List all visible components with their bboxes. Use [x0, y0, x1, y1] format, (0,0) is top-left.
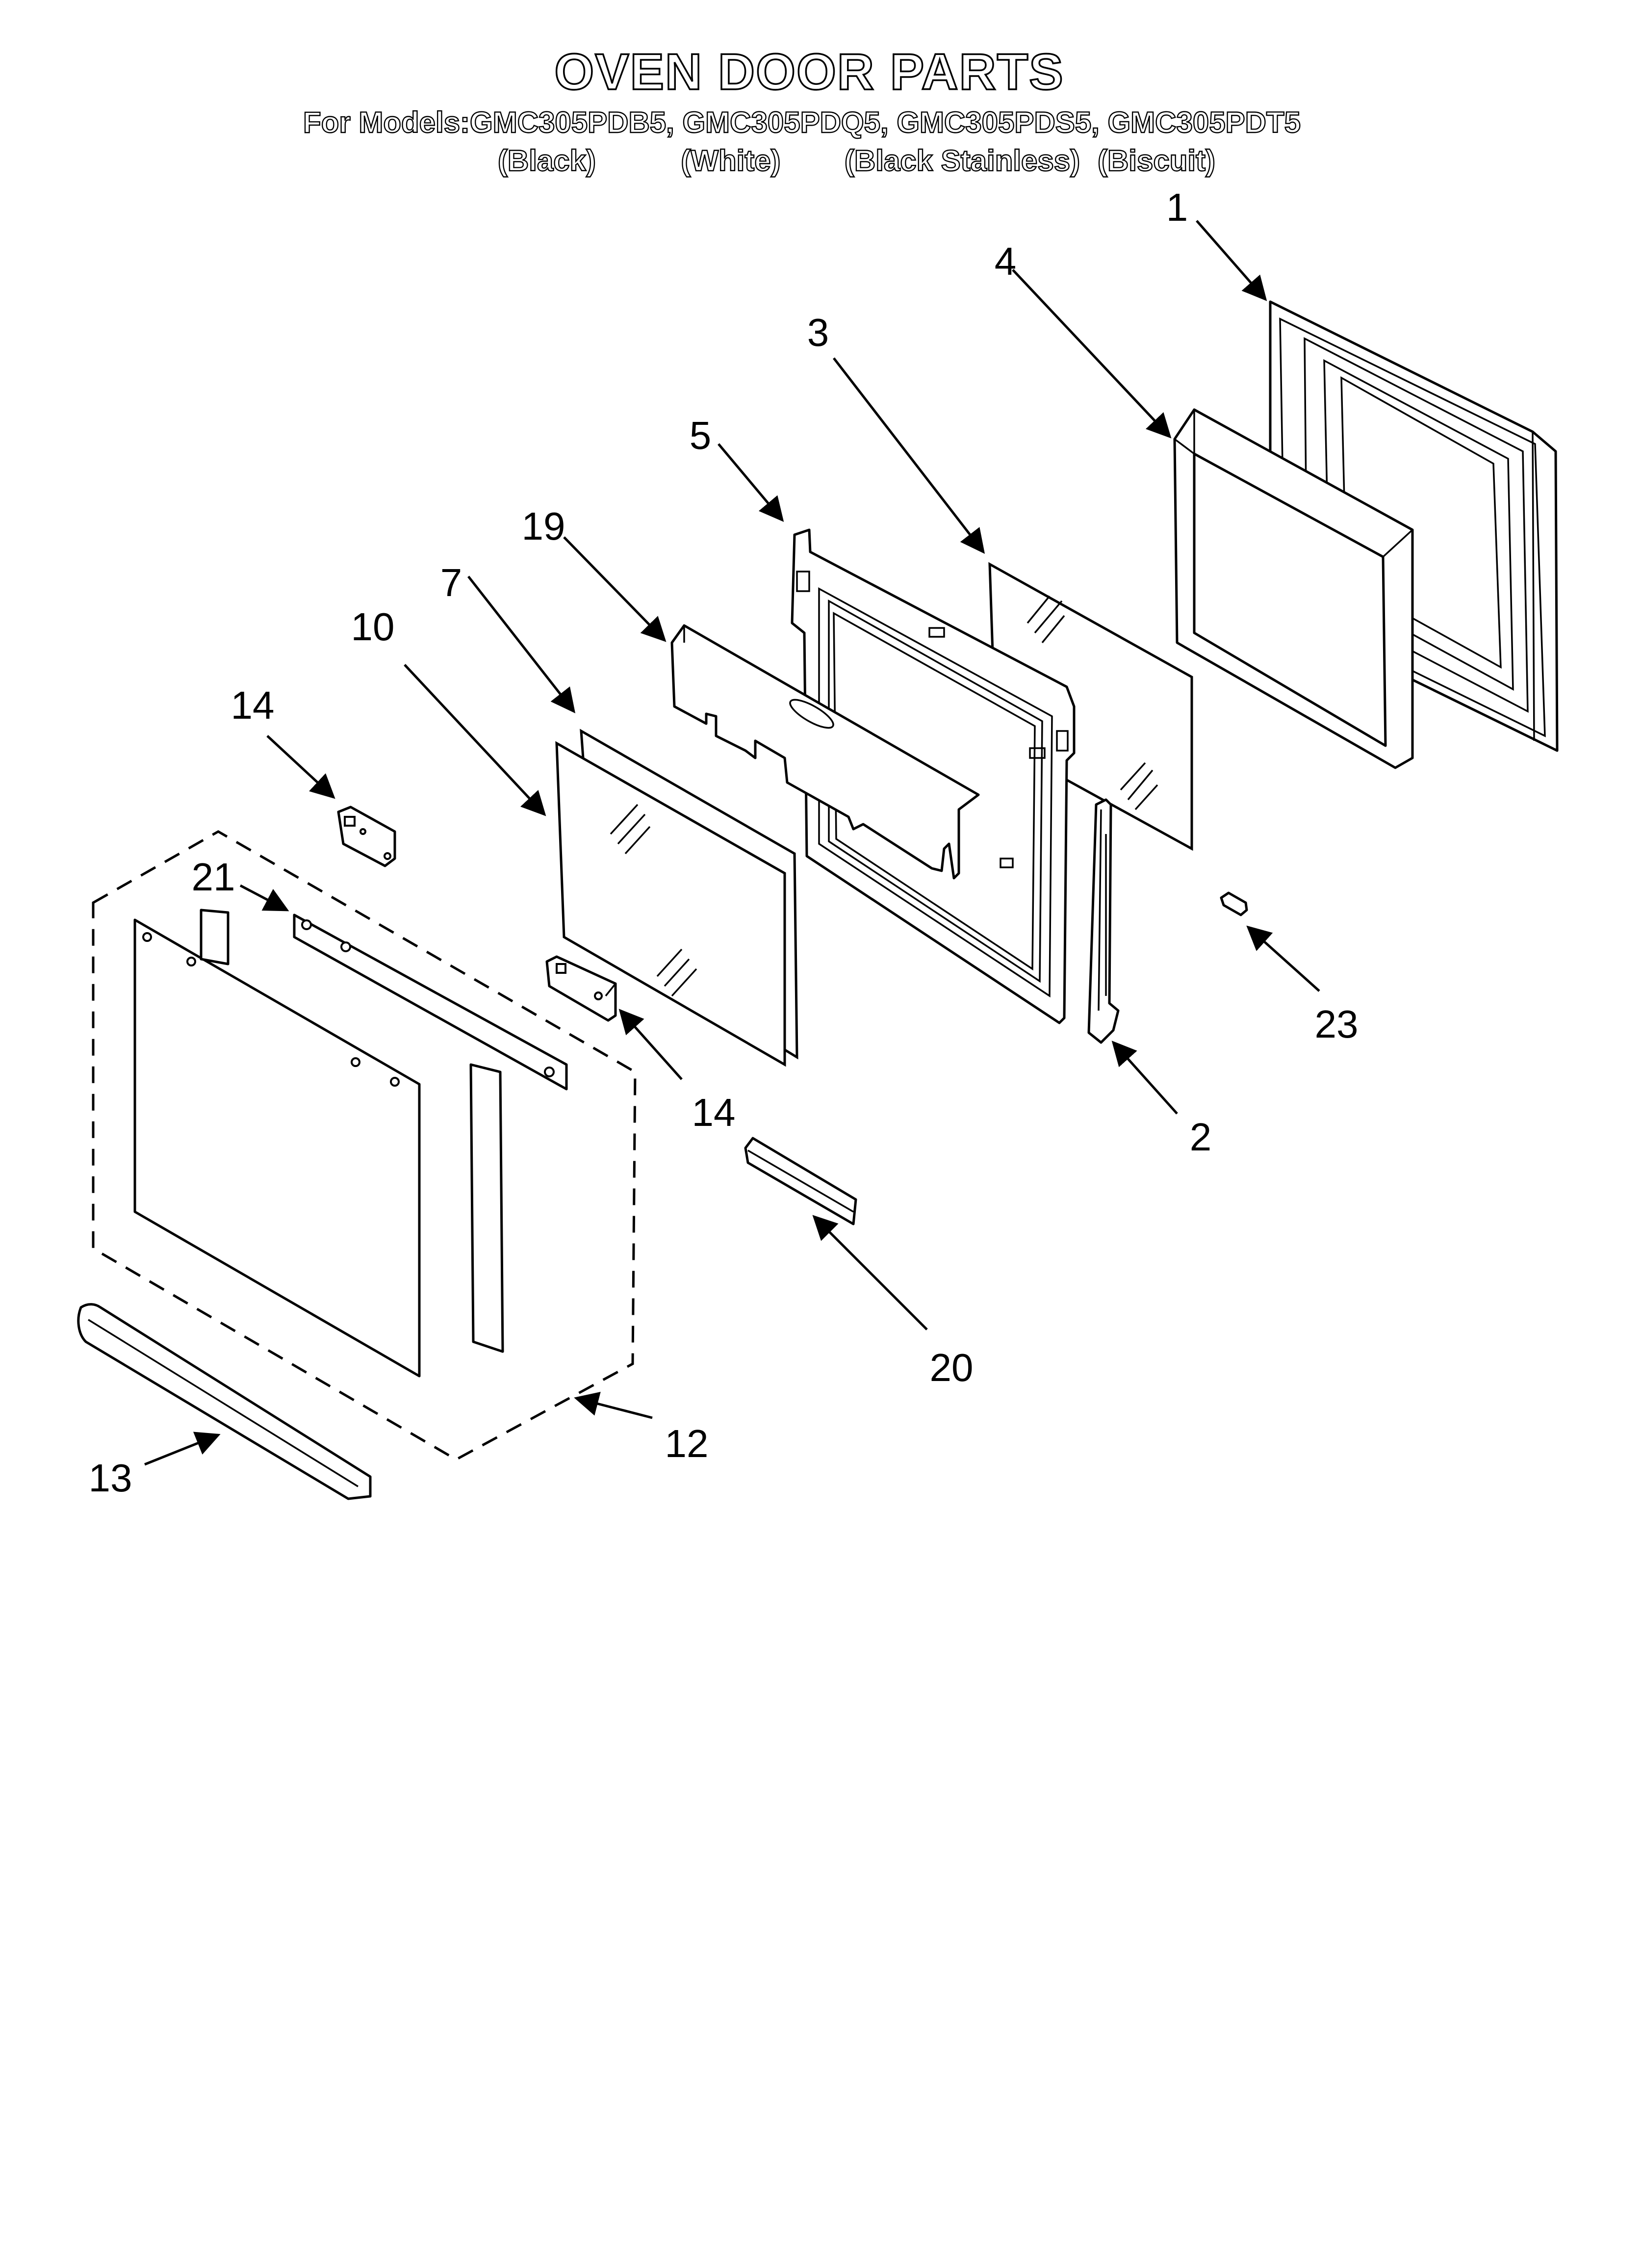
part-12-outer-door-assembly — [92, 830, 637, 1461]
part-2-door-hinge — [1087, 798, 1120, 1044]
callout-7: 7 — [440, 561, 462, 604]
color-biscuit: (Biscuit) — [1098, 144, 1215, 177]
callout-14-lower: 14 — [692, 1091, 736, 1134]
callout-20: 20 — [930, 1346, 974, 1389]
part-23-spacer-clip — [1220, 891, 1248, 916]
callout-19: 19 — [522, 504, 565, 548]
callout-13: 13 — [89, 1456, 132, 1500]
color-white: (White) — [681, 144, 780, 177]
callout-2: 2 — [1190, 1115, 1212, 1159]
part-14-glass-clip-lower — [545, 955, 617, 1022]
callout-1: 1 — [1166, 185, 1188, 229]
callout-5: 5 — [690, 414, 712, 457]
callout-23: 23 — [1315, 1002, 1359, 1046]
models-line: For Models:GMC305PDB5, GMC305PDQ5, GMC30… — [303, 106, 1301, 139]
part-10-outer-glass — [555, 741, 786, 1067]
callout-10: 10 — [351, 605, 395, 649]
callout-3: 3 — [807, 311, 829, 354]
callout-4: 4 — [995, 239, 1017, 283]
color-black-stainless: (Black Stainless) — [845, 144, 1080, 177]
callout-12: 12 — [665, 1422, 709, 1465]
part-21-trim-strip — [293, 913, 568, 1091]
color-black: (Black) — [498, 144, 596, 177]
part-14-glass-clip-upper — [337, 806, 396, 867]
page-title: OVEN DOOR PARTS — [554, 44, 1064, 101]
part-4-door-frame — [1173, 408, 1414, 769]
callout-14-upper: 14 — [231, 683, 275, 727]
part-20-vent-strip — [744, 1137, 857, 1225]
part-13-door-handle — [77, 1303, 372, 1500]
callout-21: 21 — [192, 855, 235, 899]
part-19-insulation-shield — [670, 624, 980, 880]
leader-lines — [144, 220, 1320, 1466]
